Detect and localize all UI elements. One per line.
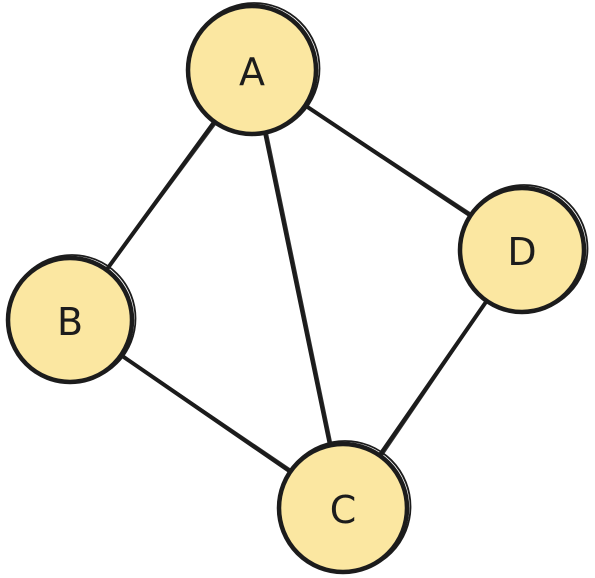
node-c-label: C bbox=[330, 488, 357, 532]
node-d-label: D bbox=[507, 230, 536, 274]
node-a-label: A bbox=[239, 50, 265, 94]
edge-a-c bbox=[250, 68, 346, 510]
node-a: A bbox=[185, 2, 321, 137]
node-b: B bbox=[5, 254, 137, 385]
node-d: D bbox=[457, 184, 589, 315]
node-c: C bbox=[276, 440, 412, 575]
node-b-label: B bbox=[57, 300, 83, 344]
edges-layer bbox=[68, 68, 525, 511]
nodes-layer: A B C D bbox=[5, 2, 589, 575]
